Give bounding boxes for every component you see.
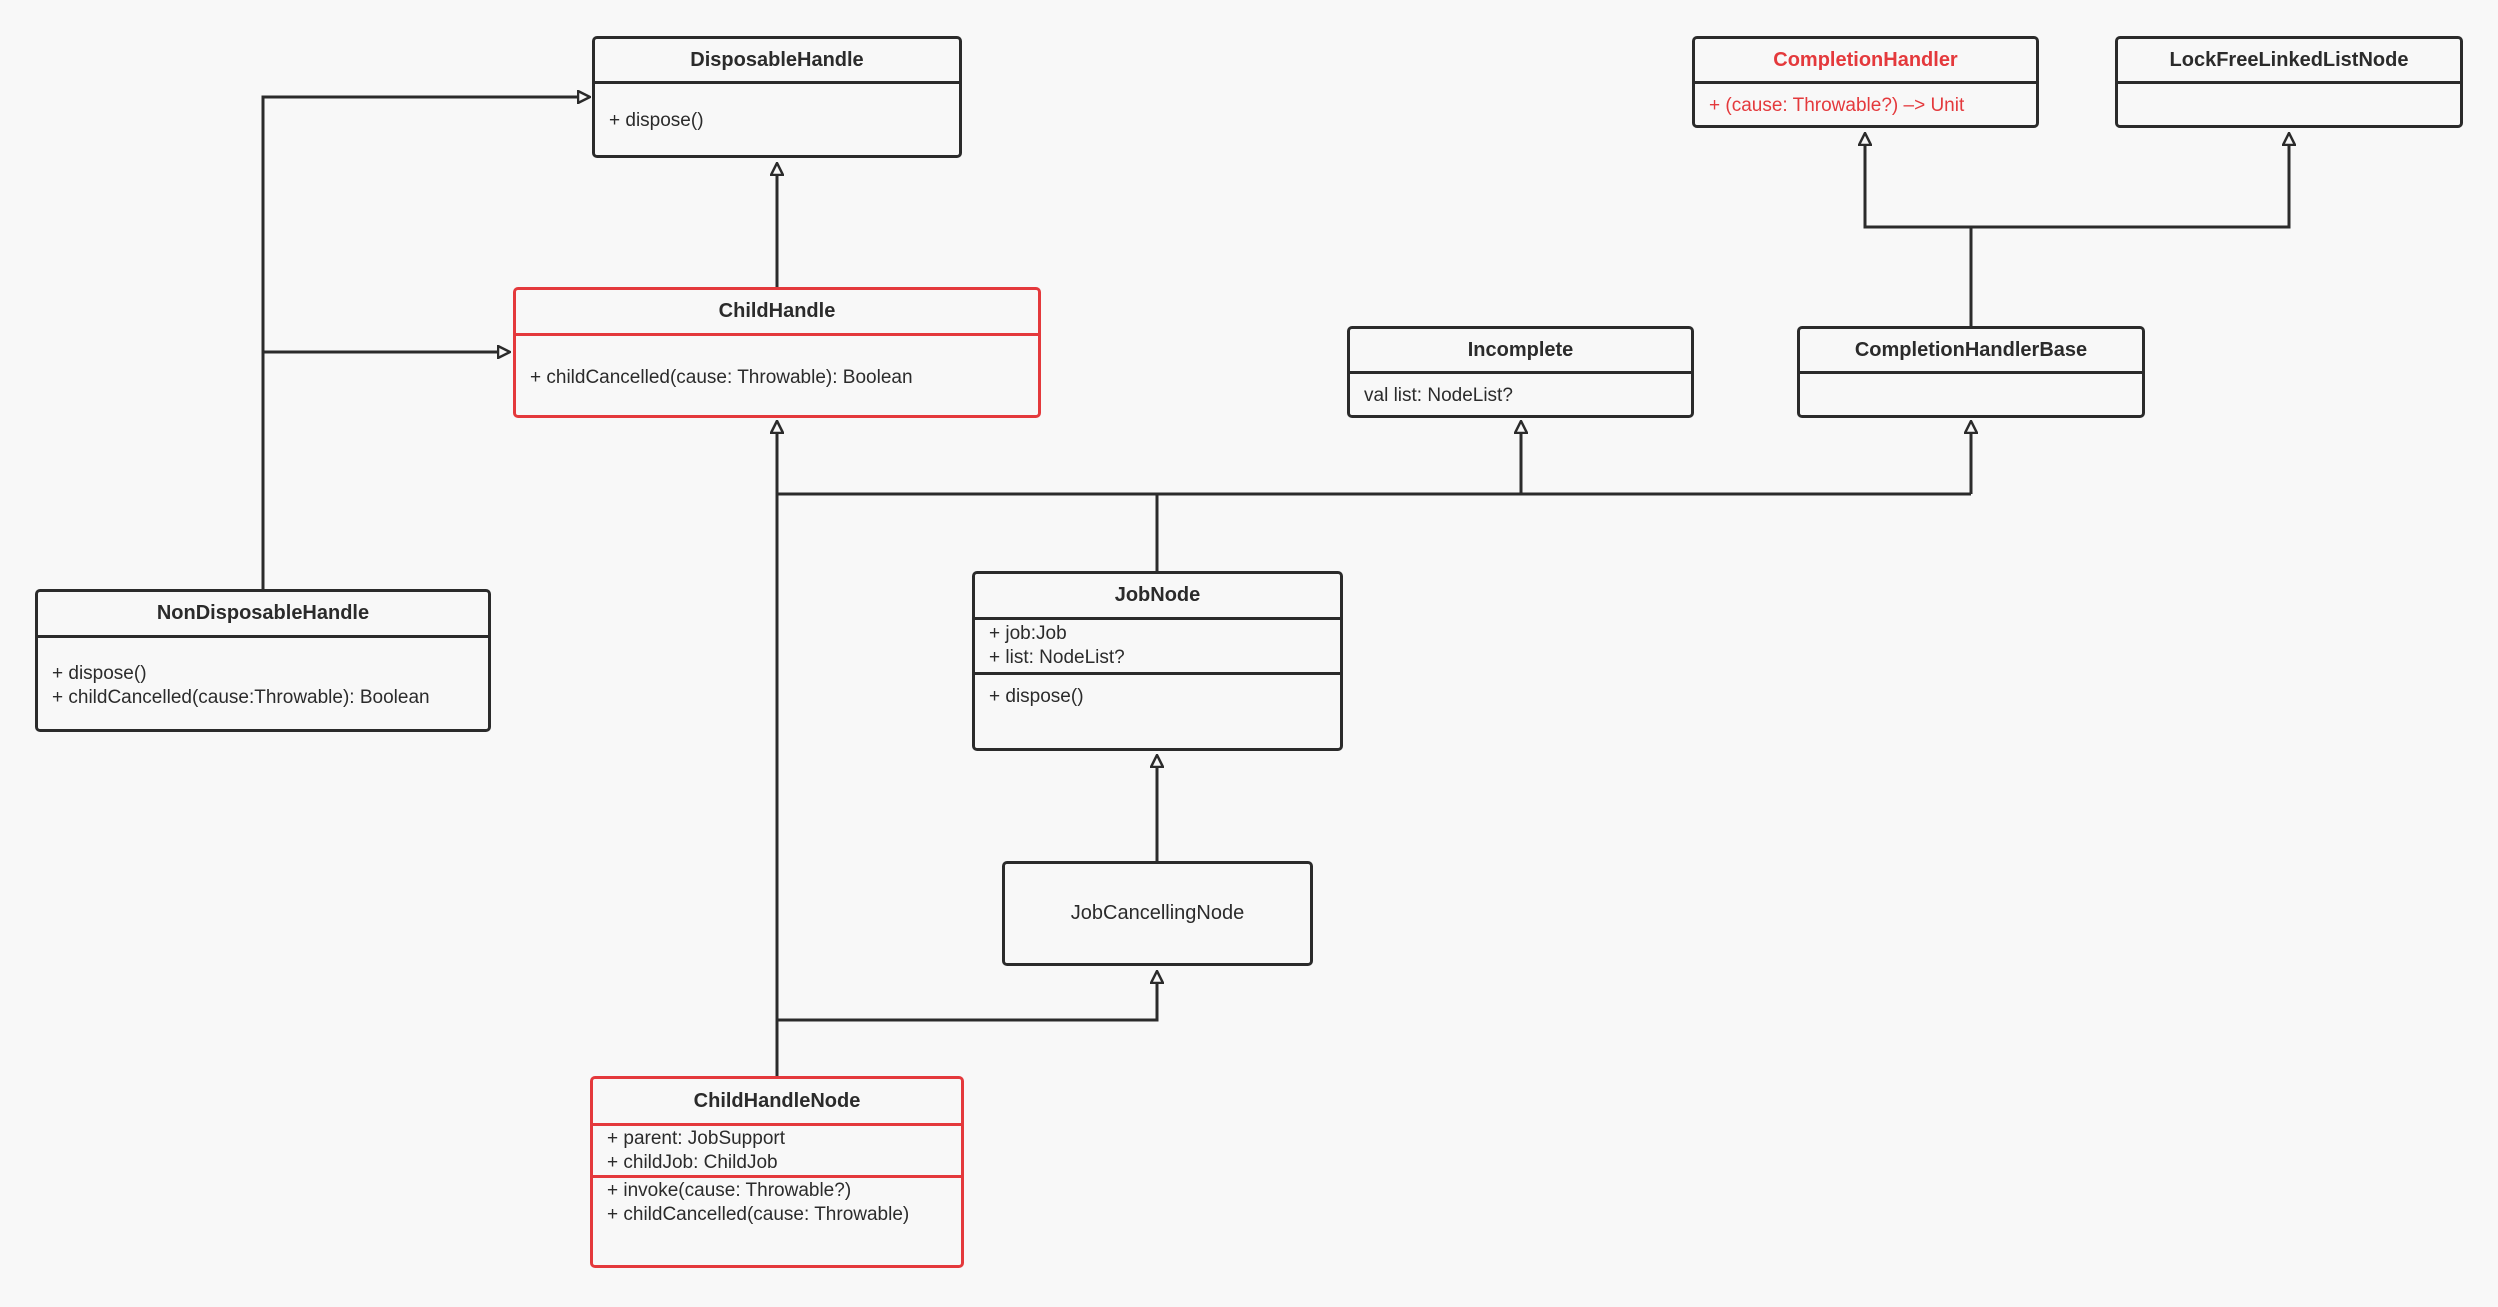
class-name: CompletionHandlerBase — [1800, 329, 2142, 374]
class-job-node[interactable]: JobNode + job:Job + list: NodeList? + di… — [972, 571, 1343, 751]
class-name: NonDisposableHandle — [38, 592, 488, 638]
class-lock-free-linked-list-node[interactable]: LockFreeLinkedListNode — [2115, 36, 2463, 128]
member: + (cause: Throwable?) –> Unit — [1709, 95, 1965, 116]
field: + list: NodeList? — [989, 647, 1125, 668]
edge-chbase-to-lockfree — [1971, 134, 2289, 229]
field: + childJob: ChildJob — [607, 1152, 778, 1173]
class-members: + dispose() — [595, 84, 959, 133]
method: + invoke(cause: Throwable?) — [607, 1180, 852, 1201]
member: val list: NodeList? — [1364, 385, 1513, 406]
method: + dispose() — [989, 686, 1084, 707]
class-members: + dispose() + childCancelled(cause:Throw… — [38, 638, 488, 710]
member: + childCancelled(cause: Throwable): Bool… — [530, 367, 913, 388]
class-fields: + job:Job + list: NodeList? — [975, 620, 1340, 675]
class-child-handle[interactable]: ChildHandle + childCancelled(cause: Thro… — [513, 287, 1041, 418]
edge-nondisposable-to-disposablehandle — [261, 97, 589, 590]
class-child-handle-node[interactable]: ChildHandleNode + parent: JobSupport + c… — [590, 1076, 964, 1268]
field: + parent: JobSupport — [607, 1128, 785, 1149]
member: + dispose() — [609, 110, 704, 131]
class-name: JobNode — [975, 574, 1340, 620]
member: + dispose() — [52, 663, 147, 684]
class-name: CompletionHandler — [1695, 39, 2036, 84]
class-methods: + invoke(cause: Throwable?) + childCance… — [593, 1178, 961, 1227]
class-name: LockFreeLinkedListNode — [2118, 39, 2460, 84]
class-name: ChildHandleNode — [593, 1079, 961, 1126]
class-completion-handler[interactable]: CompletionHandler + (cause: Throwable?) … — [1692, 36, 2039, 128]
member: + childCancelled(cause:Throwable): Boole… — [52, 687, 430, 708]
edge-childhandlenode-to-jobcancelling — [777, 972, 1157, 1022]
class-members: + childCancelled(cause: Throwable): Bool… — [516, 336, 1038, 390]
class-disposable-handle[interactable]: DisposableHandle + dispose() — [592, 36, 962, 158]
edge-chbase-to-completionhandler — [1865, 134, 1971, 229]
class-job-cancelling-node[interactable]: JobCancellingNode — [1002, 861, 1313, 966]
class-incomplete[interactable]: Incomplete val list: NodeList? — [1347, 326, 1694, 418]
class-non-disposable-handle[interactable]: NonDisposableHandle + dispose() + childC… — [35, 589, 491, 732]
class-name: JobCancellingNode — [1070, 902, 1245, 924]
class-name: DisposableHandle — [595, 39, 959, 84]
class-fields: + parent: JobSupport + childJob: ChildJo… — [593, 1126, 961, 1178]
class-name: ChildHandle — [516, 290, 1038, 336]
class-members: val list: NodeList? — [1350, 374, 1691, 408]
class-completion-handler-base[interactable]: CompletionHandlerBase — [1797, 326, 2145, 418]
class-members: + (cause: Throwable?) –> Unit — [1695, 84, 2036, 118]
class-methods: + dispose() — [975, 675, 1340, 709]
method: + childCancelled(cause: Throwable) — [607, 1204, 910, 1225]
class-name: Incomplete — [1350, 329, 1691, 374]
field: + job:Job — [989, 623, 1067, 644]
